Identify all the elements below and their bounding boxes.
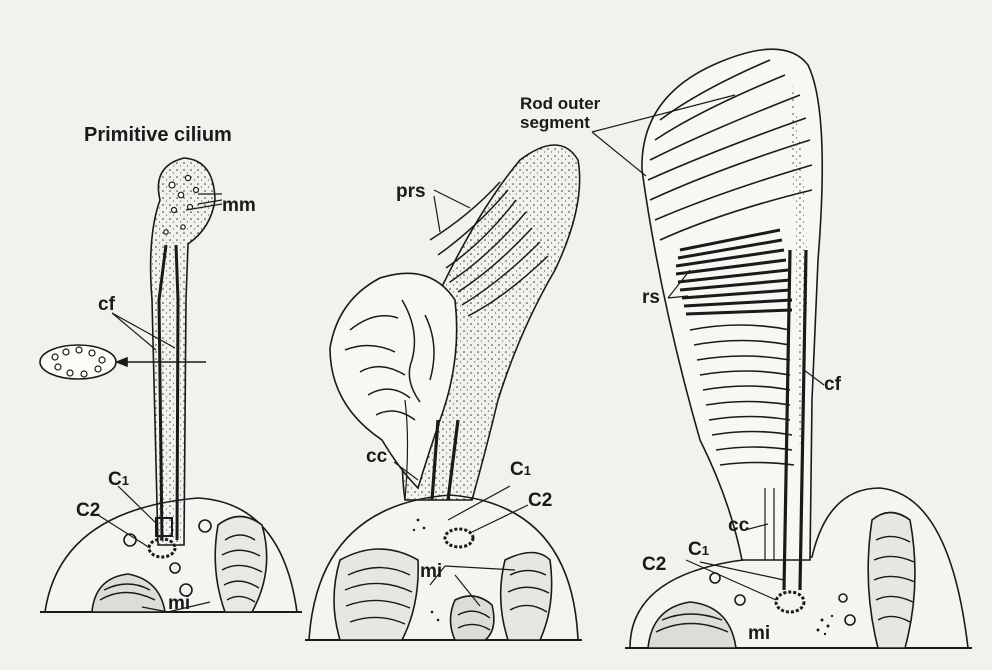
label-c1-1: C1	[108, 470, 129, 489]
label-c1-3: C1	[688, 540, 709, 559]
label-c1-2: C1	[510, 460, 531, 479]
label-cf-3: cf	[824, 375, 841, 394]
label-cf-1: cf	[98, 295, 115, 314]
label-c-letter-3: C	[688, 539, 702, 560]
label-c-index-1: 1	[122, 473, 129, 488]
label-cc-3: cc	[728, 516, 749, 535]
label-c-letter-1: C	[108, 469, 122, 490]
label-c-index-2: 1	[524, 463, 531, 478]
panel-primitive-cilium	[40, 158, 302, 612]
label-c-letter-2: C	[510, 459, 524, 480]
label-mi-3: mi	[748, 624, 770, 643]
label-c-index-3: 1	[702, 543, 709, 558]
label-mi-1: mi	[168, 594, 190, 613]
label-c2-3: C2	[642, 555, 666, 574]
label-c2-1: C2	[76, 501, 100, 520]
label-c2-2: C2	[528, 491, 552, 510]
label-cc-2: cc	[366, 447, 387, 466]
label-rod-outer-line1: Rod outer	[520, 94, 600, 113]
label-mm: mm	[222, 196, 256, 215]
label-rod-outer-line2: segment	[520, 113, 590, 132]
label-mi-2: mi	[420, 562, 442, 581]
label-rs: rs	[642, 288, 660, 307]
label-prs: prs	[396, 182, 426, 201]
label-primitive-cilium: Primitive cilium	[84, 125, 232, 145]
panel-developing-segment	[305, 145, 582, 640]
